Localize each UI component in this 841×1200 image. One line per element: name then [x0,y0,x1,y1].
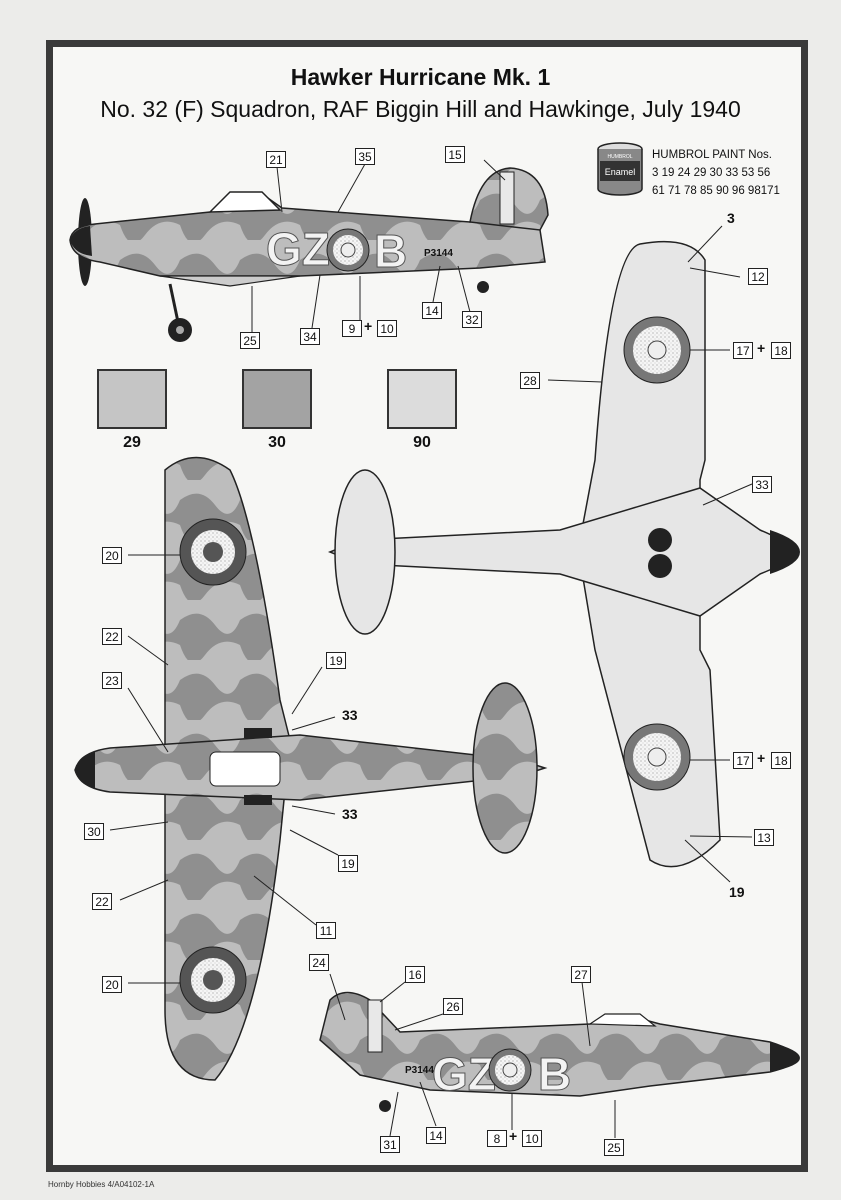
page-subtitle: No. 32 (F) Squadron, RAF Biggin Hill and… [100,96,741,122]
callout-28: 28 [520,372,540,389]
callout-10-top: 10 [377,320,397,337]
paint-list-line2: 61 71 78 85 90 96 98171 [652,185,780,197]
swatch-29 [97,369,167,429]
footer-credit: Hornby Hobbies 4/A04102-1A [48,1180,155,1189]
callout-13: 13 [754,829,774,846]
callout-21: 21 [266,151,286,168]
callout-33-upper: 33 [342,707,358,723]
upper-plan [74,456,548,1081]
upper-tailplane [472,682,538,854]
paint-tin-icon: HUMBROL Enamel [597,142,643,196]
callout-18-upper: 18 [771,342,791,359]
code-letter-b-top: B [374,225,407,277]
callout-10-bottom: 10 [522,1130,542,1147]
callout-14-top: 14 [422,302,442,319]
underside-plan [327,240,800,868]
callout-27: 27 [571,966,591,983]
callout-3: 3 [727,210,735,226]
roundel-upperwing-top [179,518,247,586]
side-profile-bottom: GZ B P3144 [319,991,800,1112]
code-letters-top: GZ [266,223,330,275]
callout-16: 16 [405,966,425,983]
callout-8: 8 [487,1130,507,1147]
roundel-underwing-upper [623,316,691,384]
serial-bottom: P3144 [405,1065,434,1076]
callout-25-bottom: 25 [604,1139,624,1156]
callout-19-upper: 19 [326,652,346,669]
swatch-label-90: 90 [413,434,431,451]
fin-flash-bottom [367,999,383,1053]
plus-9-10: + [364,318,373,334]
fin-flash-top [499,171,515,225]
side-profile-top: GZ B P3144 [69,167,549,342]
callout-18-lower: 18 [771,752,791,769]
underside-fuselage [327,487,798,617]
callout-12: 12 [748,268,768,285]
callout-31: 31 [380,1136,400,1153]
callout-14-bottom: 14 [426,1127,446,1144]
callout-22-upper: 22 [102,628,122,645]
callout-33-right: 33 [752,476,772,493]
roundel-upperwing-bottom [179,946,247,1014]
callout-19-lower: 19 [338,855,358,872]
leader-lines [109,159,753,1138]
callout-32: 32 [462,311,482,328]
callout-33-lower: 33 [342,806,358,822]
callout-34: 34 [300,328,320,345]
paint-tin-label: Enamel [605,167,636,177]
swatch-label-30: 30 [268,434,286,451]
code-letter-b-bottom: B [538,1048,571,1100]
callout-25-top: 25 [240,332,260,349]
callout-11: 11 [316,922,336,939]
callout-19-right: 19 [729,884,745,900]
callout-35: 35 [355,148,375,165]
swatch-label-29: 29 [123,434,141,451]
callout-20-lower: 20 [102,976,122,993]
callout-22-lower: 22 [92,893,112,910]
page-title: Hawker Hurricane Mk. 1 [290,64,551,90]
callout-9: 9 [342,320,362,337]
roundel-underwing-lower [623,723,691,791]
paint-list-line1: 3 19 24 29 30 33 53 56 [652,167,771,179]
paint-tin-brand: HUMBROL [607,154,632,160]
callout-30: 30 [84,823,104,840]
swatch-30 [242,369,312,429]
paint-title: HUMBROL PAINT Nos. [652,149,772,161]
callout-26: 26 [443,998,463,1015]
callout-20-upper: 20 [102,547,122,564]
plus-17-18-upper: + [757,340,766,356]
plus-17-18-lower: + [757,750,766,766]
code-letters-bottom: GZ [432,1048,496,1100]
underside-tailplane [334,469,396,635]
callout-23: 23 [102,672,122,689]
callout-17-upper: 17 [733,342,753,359]
callout-15: 15 [445,146,465,163]
callout-17-lower: 17 [733,752,753,769]
serial-top: P3144 [424,248,453,259]
swatch-90 [387,369,457,429]
plus-8-10: + [509,1128,518,1144]
callout-24: 24 [309,954,329,971]
